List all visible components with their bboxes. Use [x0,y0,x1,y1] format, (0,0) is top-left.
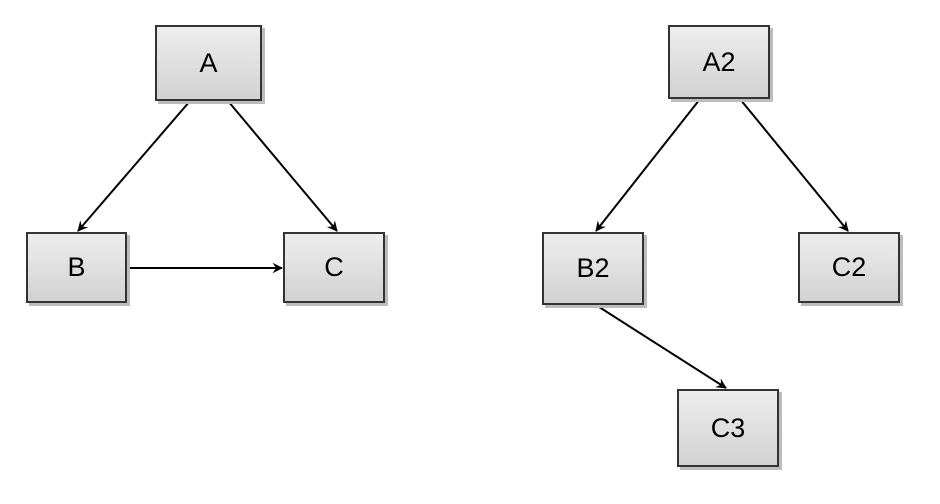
node-c3[interactable]: C3 [677,389,779,467]
node-c[interactable]: C [283,232,385,303]
node-label: C2 [831,252,867,282]
node-a2[interactable]: A2 [668,25,770,99]
node-a[interactable]: A [155,25,262,101]
edge-a-to-c [227,100,338,232]
edge-b2-to-c3 [595,304,727,389]
node-b2[interactable]: B2 [542,232,644,305]
edges-group [77,98,849,389]
node-label: B [67,252,86,282]
node-label: A [199,47,218,78]
node-label: A2 [702,46,736,77]
node-c2[interactable]: C2 [798,232,900,303]
node-label: C [324,252,344,282]
node-b[interactable]: B [26,232,127,303]
edge-a2-to-b2 [595,98,701,232]
edge-a-to-b [77,100,191,232]
node-label: C3 [710,412,746,443]
node-label: B2 [576,253,610,283]
edge-a2-to-c2 [739,98,849,232]
